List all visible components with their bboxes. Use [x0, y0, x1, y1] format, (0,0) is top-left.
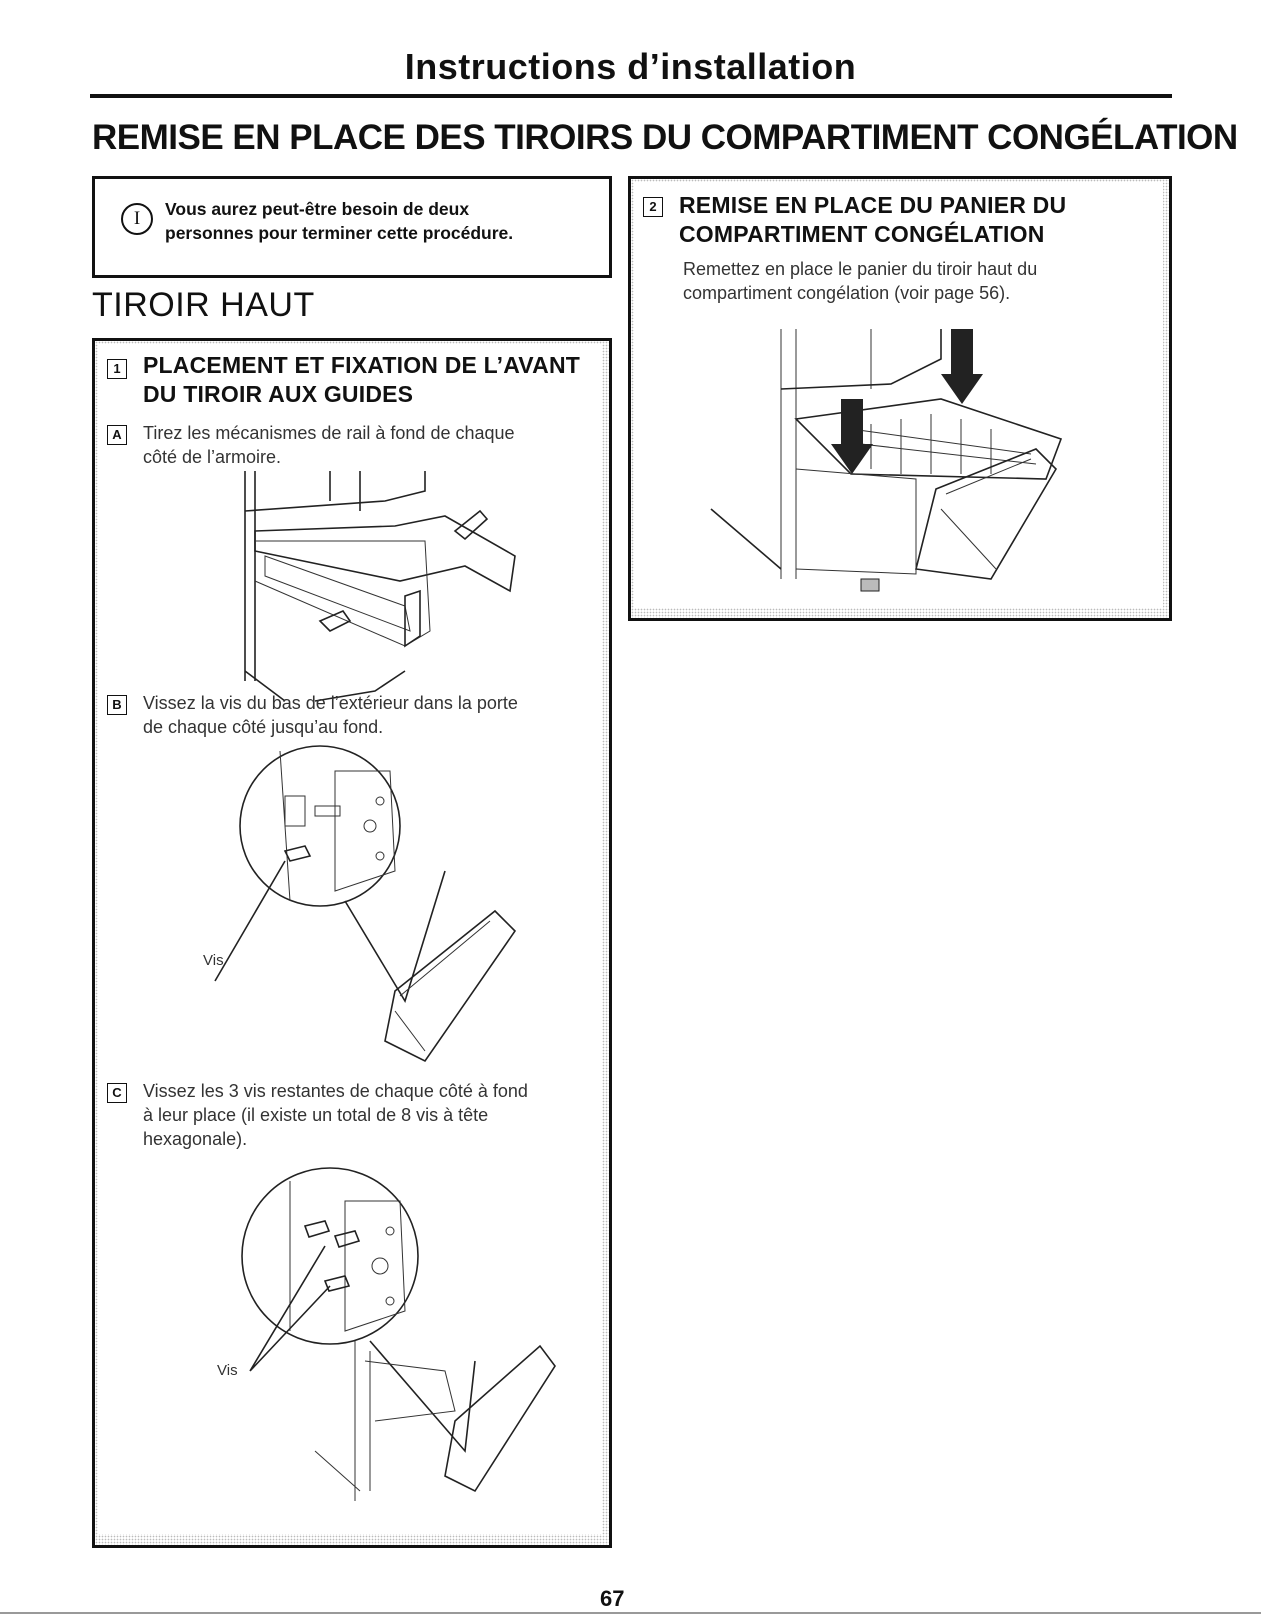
bottom-rule [0, 1612, 1261, 1614]
note-box: I Vous aurez peut-être besoin de deux pe… [92, 176, 612, 278]
step2-line-2: compartiment congélation (voir page 56). [683, 283, 1011, 303]
substep-a-line-1: Tirez les mécanismes de rail à fond de c… [143, 423, 515, 443]
substep-b-badge: B [107, 695, 127, 715]
substep-c-line-1: Vissez les 3 vis restantes de chaque côt… [143, 1081, 528, 1101]
header-rule [90, 94, 1172, 98]
note-line-2: personnes pour terminer cette procédure. [165, 223, 514, 243]
substep-b-line-1: Vissez la vis du bas de l’extérieur dans… [143, 693, 518, 713]
remaining-screws-illustration [241, 1167, 556, 1501]
rail-pullout-illustration [244, 471, 516, 702]
step1-number-badge: 1 [107, 359, 127, 379]
bottom-screw-illustration [214, 745, 517, 1063]
step2-content-area [634, 182, 1163, 608]
page-number: 67 [600, 1586, 625, 1611]
step1-title-line-1: PLACEMENT ET FIXATION DE L’AVANT [143, 352, 581, 378]
substep-b-line-2: de chaque côté jusqu’au fond. [143, 717, 384, 737]
substep-b-callout: Vis [203, 952, 224, 969]
main-title: REMISE EN PLACE DES TIROIRS DU COMPARTIM… [92, 118, 1238, 157]
info-circle-icon: I [121, 203, 153, 235]
page-header: Instructions d’installation [404, 46, 857, 87]
step2-number-badge: 2 [643, 197, 663, 217]
step1-content-area [98, 344, 602, 1534]
step2-title-line-2: COMPARTIMENT CONGÉLATION [679, 221, 1045, 247]
basket-replacement-illustration [710, 329, 1063, 592]
note-line-1: Vous aurez peut-être besoin de deux [165, 199, 470, 219]
substep-c-badge: C [107, 1083, 127, 1103]
substep-c-line-2: à leur place (il existe un total de 8 vi… [143, 1105, 489, 1125]
substep-a-line-2: côté de l’armoire. [143, 447, 282, 467]
section-title: TIROIR HAUT [92, 286, 315, 324]
substep-c-callout: Vis [217, 1362, 238, 1379]
step1-title-line-2: DU TIROIR AUX GUIDES [143, 381, 414, 407]
step2-title-line-1: REMISE EN PLACE DU PANIER DU [679, 192, 1067, 218]
step1-box: 1 PLACEMENT ET FIXATION DE L’AVANT DU TI… [92, 338, 612, 1548]
substep-a-badge: A [107, 425, 127, 445]
step2-line-1: Remettez en place le panier du tiroir ha… [683, 259, 1038, 279]
step2-box: 2 REMISE EN PLACE DU PANIER DU COMPARTIM… [628, 176, 1172, 621]
substep-c-line-3: hexagonale). [143, 1129, 248, 1149]
